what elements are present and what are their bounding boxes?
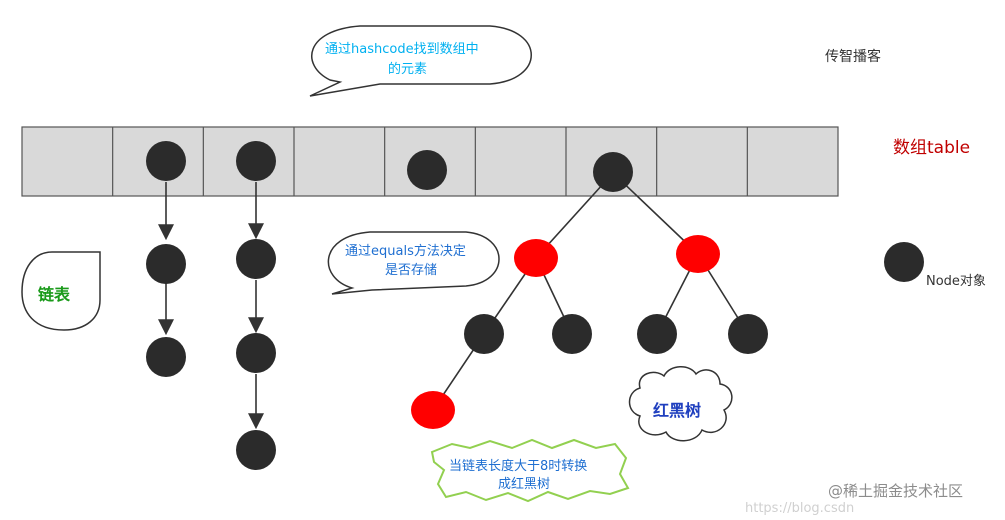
list1-node-3	[146, 337, 186, 377]
list1-node-2	[146, 244, 186, 284]
hashcode-callout-line1: 通过hashcode找到数组中	[325, 42, 479, 57]
bucket-node-2	[236, 141, 276, 181]
nodes	[146, 141, 924, 470]
tree-root-node	[593, 152, 633, 192]
treeify-note-burst: 当链表长度大于8时转换 成红黑树	[430, 438, 630, 503]
red-black-tree-label: 红黑树	[653, 401, 701, 420]
linked-list-arrows	[158, 182, 264, 430]
linked-list-label-shape: 链表	[21, 251, 101, 331]
equals-callout-line1: 通过equals方法决定	[345, 243, 466, 259]
tree-red-node-left	[514, 239, 558, 277]
list2-node-3	[236, 333, 276, 373]
bucket-node-1	[146, 141, 186, 181]
tree-black-node-lr	[552, 314, 592, 354]
watermark-url: https://blog.csdn	[745, 501, 854, 516]
linked-list-label: 链表	[38, 285, 71, 304]
tree-black-node-ll	[464, 314, 504, 354]
tree-red-node-leaf	[411, 391, 455, 429]
tree-red-node-right	[676, 235, 720, 273]
tree-black-node-rr	[728, 314, 768, 354]
bucket-node-3	[407, 150, 447, 190]
node-legend-label: Node对象	[926, 274, 986, 289]
hashcode-callout-line2: 的元素	[388, 61, 427, 77]
treeify-note-line2: 成红黑树	[498, 476, 550, 492]
tree-black-node-rl	[637, 314, 677, 354]
equals-callout-line2: 是否存储	[385, 263, 437, 278]
hashcode-callout: 通过hashcode找到数组中 的元素	[309, 25, 532, 97]
array-table-label: 数组table	[893, 138, 970, 158]
brand-label: 传智播客	[825, 48, 881, 65]
equals-callout: 通过equals方法决定 是否存储	[327, 231, 500, 295]
legend-node	[884, 242, 924, 282]
list2-node-4	[236, 430, 276, 470]
watermark-site: @稀土掘金技术社区	[828, 482, 963, 500]
treeify-note-line1: 当链表长度大于8时转换	[449, 458, 587, 474]
red-black-tree-cloud: 红黑树	[628, 366, 733, 442]
list2-node-2	[236, 239, 276, 279]
